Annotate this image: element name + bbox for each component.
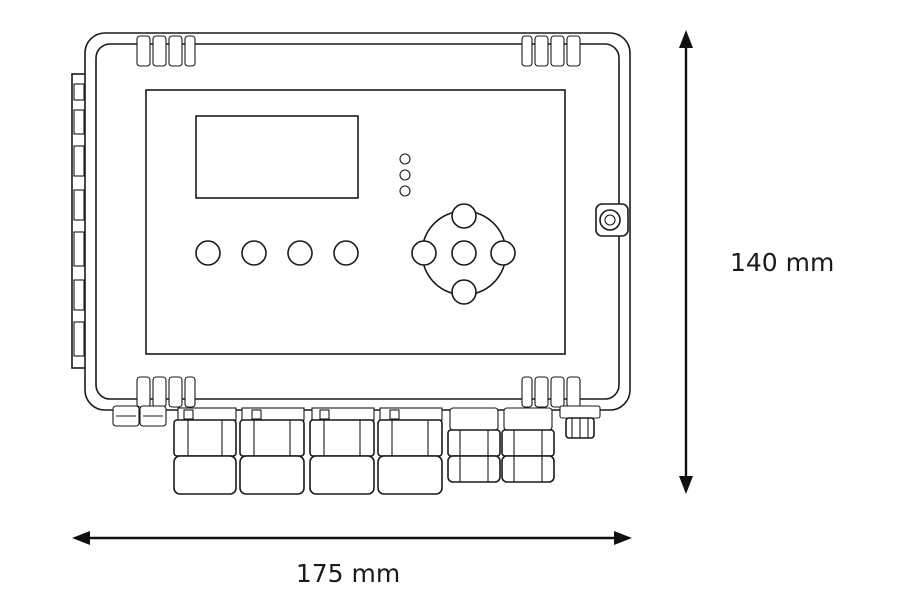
top-right-clips (521, 35, 581, 67)
cable-gland-4 (377, 407, 443, 495)
status-led-2 (399, 169, 411, 181)
width-label: 175 mm (296, 559, 400, 588)
bottom-right-clips (521, 376, 581, 408)
cable-gland-2 (239, 407, 305, 495)
cable-gland-6 (501, 407, 555, 483)
small-gland-cluster (112, 405, 167, 427)
height-dimension: 140 mm (679, 30, 834, 494)
lcd-display (195, 115, 359, 199)
front-panel (145, 89, 566, 355)
left-mount-rail (71, 73, 87, 369)
status-led-1 (399, 153, 411, 165)
bottom-left-clips (136, 376, 196, 408)
status-leds (399, 153, 411, 197)
function-key-3[interactable] (287, 240, 313, 266)
status-led-3 (399, 185, 411, 197)
connector-socket (559, 405, 601, 439)
navigation-keypad (411, 203, 516, 305)
height-label: 140 mm (730, 248, 834, 277)
enter-key[interactable] (451, 240, 477, 266)
cable-gland-5 (447, 407, 501, 483)
lid-latch (595, 203, 629, 237)
down-key[interactable] (451, 279, 477, 305)
function-key-2[interactable] (241, 240, 267, 266)
up-key[interactable] (451, 203, 477, 229)
width-dimension: 175 mm (72, 531, 632, 588)
right-key[interactable] (490, 240, 516, 266)
cable-gland-3 (309, 407, 375, 495)
top-left-clips (136, 35, 196, 67)
function-key-4[interactable] (333, 240, 359, 266)
left-key[interactable] (411, 240, 437, 266)
function-key-1[interactable] (195, 240, 221, 266)
cable-gland-1 (173, 407, 237, 495)
